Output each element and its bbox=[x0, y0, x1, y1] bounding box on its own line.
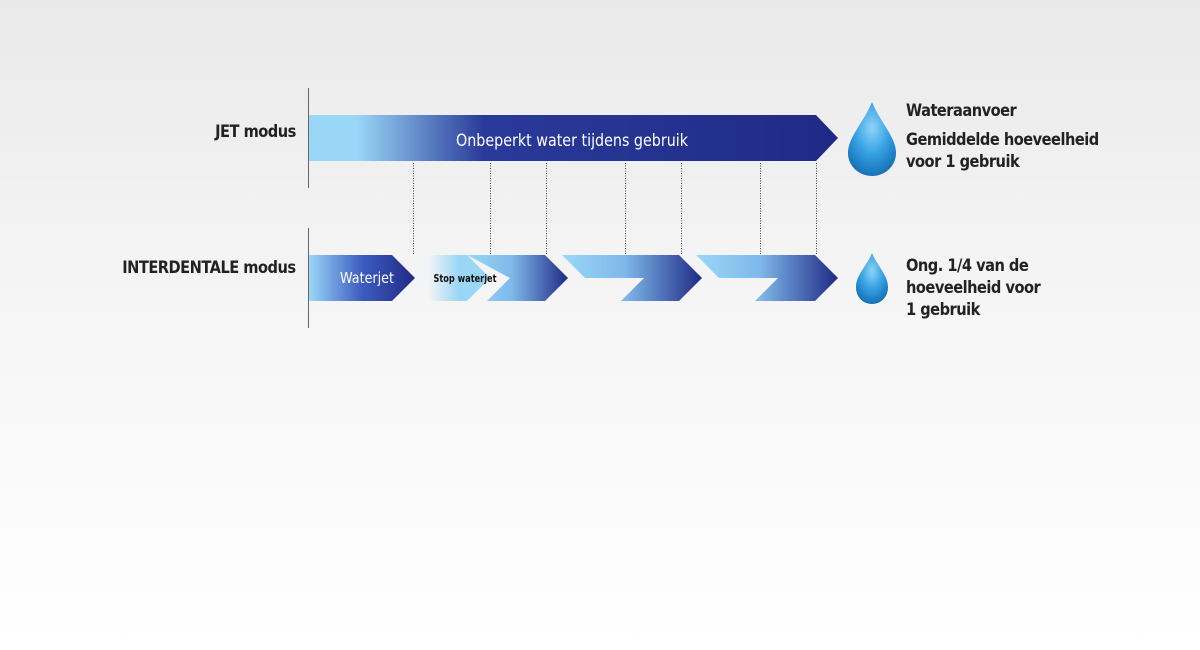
interdental-amount-line3: 1 gebruik bbox=[906, 300, 980, 320]
jet-amount-line2: voor 1 gebruik bbox=[906, 152, 1020, 172]
jet-mode-label: JET modus bbox=[215, 122, 296, 142]
interdental-mode-label: INTERDENTALE modus bbox=[122, 258, 297, 278]
stop-waterjet-fade bbox=[428, 255, 490, 301]
flow-chevron bbox=[467, 255, 568, 301]
flow-chevron bbox=[696, 255, 838, 301]
waterjet-segment-text: Waterjet bbox=[340, 269, 394, 287]
jet-flow-bar bbox=[309, 115, 838, 161]
water-drop-icon bbox=[856, 253, 888, 304]
water-supply-title: Wateraanvoer bbox=[906, 101, 1017, 121]
jet-flow-bar-text: Onbeperkt water tijdens gebruik bbox=[456, 131, 688, 151]
flow-chevron bbox=[562, 255, 702, 301]
waterjet-segment bbox=[309, 255, 415, 301]
interval-markers bbox=[413, 163, 817, 254]
stop-waterjet-text: Stop waterjet bbox=[434, 272, 497, 285]
jet-amount-line1: Gemiddelde hoeveelheid bbox=[906, 130, 1099, 150]
water-drop-icon bbox=[848, 102, 896, 176]
interdental-amount-line2: hoeveelheid voor bbox=[906, 278, 1041, 298]
interdental-amount-line1: Ong. 1/4 van de bbox=[906, 256, 1029, 276]
